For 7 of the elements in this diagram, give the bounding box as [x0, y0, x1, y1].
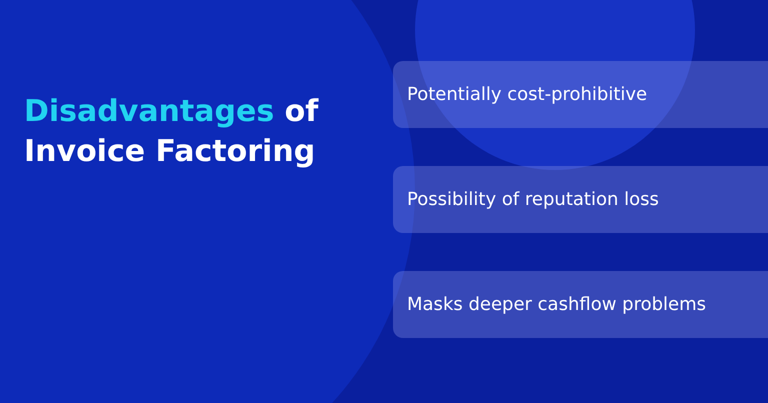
item-text: Potentially cost-prohibitive — [407, 84, 648, 105]
item-card — [393, 271, 768, 338]
item-card — [393, 166, 768, 233]
title: Disadvantages of Invoice Factoring — [24, 93, 320, 171]
item-text: Possibility of reputation loss — [407, 189, 659, 210]
item-card — [393, 61, 768, 128]
item-text: Masks deeper cashflow problems — [407, 294, 706, 315]
